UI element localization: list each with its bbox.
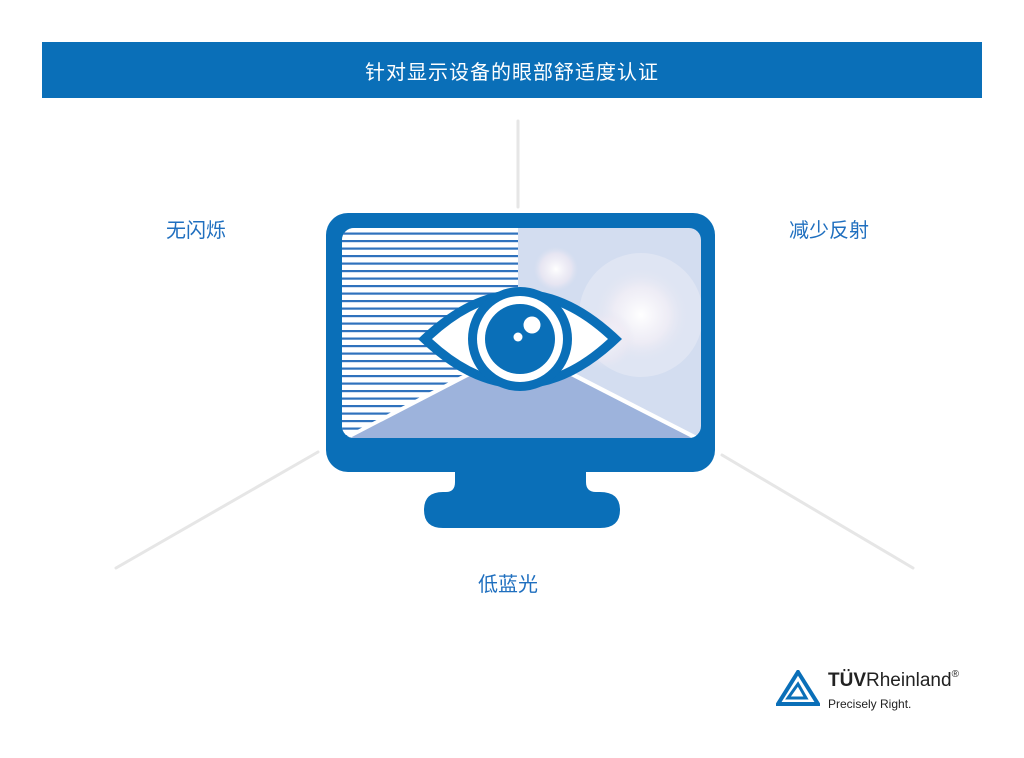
connector-left — [114, 450, 320, 570]
logo-brand: TÜVRheinland® — [828, 668, 959, 692]
connector-right — [720, 453, 915, 570]
monitor-icon — [326, 213, 715, 528]
banner-title: 针对显示设备的眼部舒适度认证 — [365, 59, 659, 84]
feature-reduced-reflection: 减少反射 — [789, 218, 869, 242]
connector-lines — [114, 119, 915, 570]
feature-low-blue-light: 低蓝光 — [478, 572, 538, 596]
tuv-triangle-icon — [776, 670, 820, 706]
eye-icon — [418, 287, 622, 391]
logo-brand-bold: TÜV — [828, 670, 866, 691]
feature-flicker-free: 无闪烁 — [166, 218, 226, 242]
title-banner: 针对显示设备的眼部舒适度认证 — [42, 42, 982, 98]
tuv-rheinland-logo: TÜVRheinland® Precisely Right. — [776, 668, 1006, 718]
registered-mark: ® — [951, 668, 959, 680]
logo-brand-regular: Rheinland — [866, 670, 952, 691]
logo-tagline: Precisely Right. — [828, 697, 912, 711]
